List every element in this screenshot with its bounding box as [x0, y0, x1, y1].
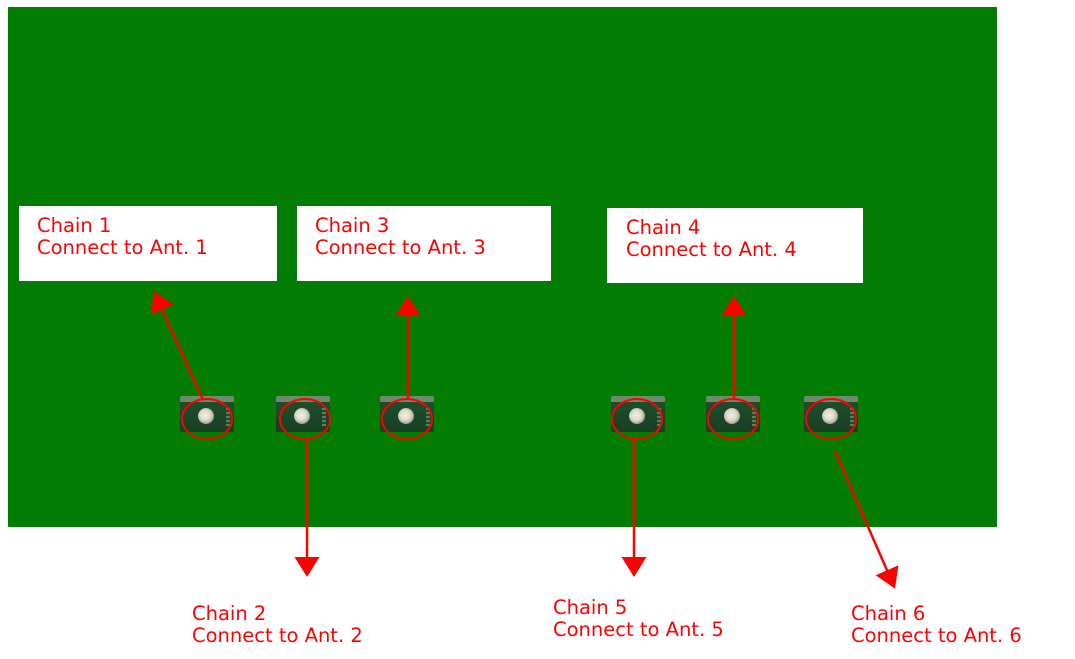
- chain-2-title: Chain 2: [192, 602, 267, 625]
- connector-core-icon: [398, 408, 414, 424]
- chain-4-subtitle: Connect to Ant. 4: [626, 238, 797, 261]
- chain-4-circle: [707, 398, 759, 440]
- connector-pins-icon: [226, 408, 230, 426]
- chain-2-label: Chain 2 Connect to Ant. 2: [192, 603, 363, 647]
- chain-3-subtitle: Connect to Ant. 3: [315, 236, 486, 259]
- connector-chain-3: [380, 396, 434, 432]
- connector-core-icon: [198, 408, 214, 424]
- connector-chain-6: [804, 396, 858, 432]
- chain-6-label: Chain 6 Connect to Ant. 6: [851, 603, 1022, 647]
- chain-5-title: Chain 5: [553, 596, 628, 619]
- chain-1-subtitle: Connect to Ant. 1: [37, 236, 208, 259]
- chain-6-circle: [805, 398, 857, 440]
- chain-1-label: Chain 1 Connect to Ant. 1: [19, 206, 277, 281]
- connector-pins-icon: [657, 408, 661, 426]
- chain-4-title: Chain 4: [626, 216, 701, 239]
- chain-1-circle: [181, 398, 233, 440]
- chain-1-title: Chain 1: [37, 214, 112, 237]
- chain-2-subtitle: Connect to Ant. 2: [192, 624, 363, 647]
- chain-4-label: Chain 4 Connect to Ant. 4: [607, 208, 863, 283]
- connector-pins-icon: [426, 408, 430, 426]
- connector-core-icon: [724, 408, 740, 424]
- connector-chain-1: [180, 396, 234, 432]
- connector-chain-2: [276, 396, 330, 432]
- chain-6-arrow: [833, 450, 899, 589]
- chain-6-subtitle: Connect to Ant. 6: [851, 624, 1022, 647]
- connector-pins-icon: [752, 408, 756, 426]
- connector-core-icon: [294, 408, 310, 424]
- connector-core-icon: [629, 408, 645, 424]
- connector-core-icon: [822, 408, 838, 424]
- connector-chain-5: [611, 396, 665, 432]
- chain-5-subtitle: Connect to Ant. 5: [553, 618, 724, 641]
- chain-3-title: Chain 3: [315, 214, 390, 237]
- chain-5-label: Chain 5 Connect to Ant. 5: [553, 597, 724, 641]
- chain-2-circle: [279, 398, 331, 440]
- chain-6-title: Chain 6: [851, 602, 926, 625]
- connector-pins-icon: [850, 408, 854, 426]
- chain-5-circle: [611, 398, 663, 440]
- chain-3-label: Chain 3 Connect to Ant. 3: [297, 206, 551, 281]
- chain-1-arrow: [150, 291, 205, 401]
- chain-3-circle: [381, 398, 433, 440]
- connector-chain-4: [706, 396, 760, 432]
- connector-pins-icon: [322, 408, 326, 426]
